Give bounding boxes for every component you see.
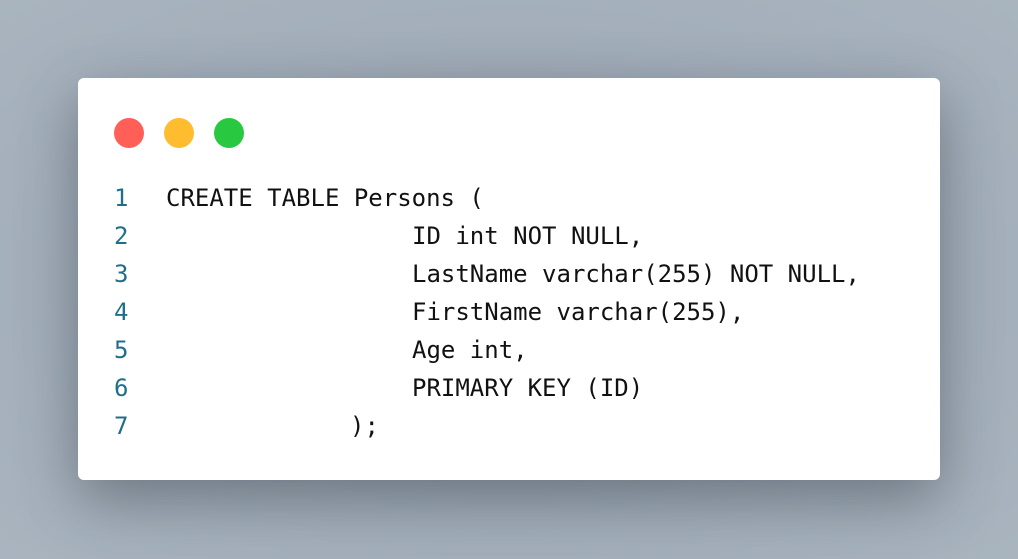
- line-number: 3: [114, 260, 129, 288]
- code-line: 7 );: [78, 407, 940, 445]
- code-line: 1 CREATE TABLE Persons (: [78, 179, 940, 217]
- code-line: 5 Age int,: [78, 331, 940, 369]
- code-window: 1 CREATE TABLE Persons ( 2 ID int NOT NU…: [78, 78, 940, 480]
- line-number: 4: [114, 298, 129, 326]
- code-text: CREATE TABLE Persons (: [166, 184, 484, 212]
- code-line: 6 PRIMARY KEY (ID): [78, 369, 940, 407]
- minimize-window-button[interactable]: [164, 118, 194, 148]
- line-number: 6: [114, 374, 129, 402]
- code-text: );: [350, 412, 379, 440]
- code-text: LastName varchar(255) NOT NULL,: [412, 260, 860, 288]
- code-line: 4 FirstName varchar(255),: [78, 293, 940, 331]
- code-text: Age int,: [412, 336, 528, 364]
- maximize-window-button[interactable]: [214, 118, 244, 148]
- code-line: 3 LastName varchar(255) NOT NULL,: [78, 255, 940, 293]
- line-number: 5: [114, 336, 129, 364]
- code-text: ID int NOT NULL,: [412, 222, 644, 250]
- code-block: 1 CREATE TABLE Persons ( 2 ID int NOT NU…: [78, 179, 940, 445]
- line-number: 1: [114, 184, 129, 212]
- close-window-button[interactable]: [114, 118, 144, 148]
- code-text: FirstName varchar(255),: [412, 298, 745, 326]
- line-number: 2: [114, 222, 129, 250]
- line-number: 7: [114, 412, 129, 440]
- code-line: 2 ID int NOT NULL,: [78, 217, 940, 255]
- code-text: PRIMARY KEY (ID): [412, 374, 644, 402]
